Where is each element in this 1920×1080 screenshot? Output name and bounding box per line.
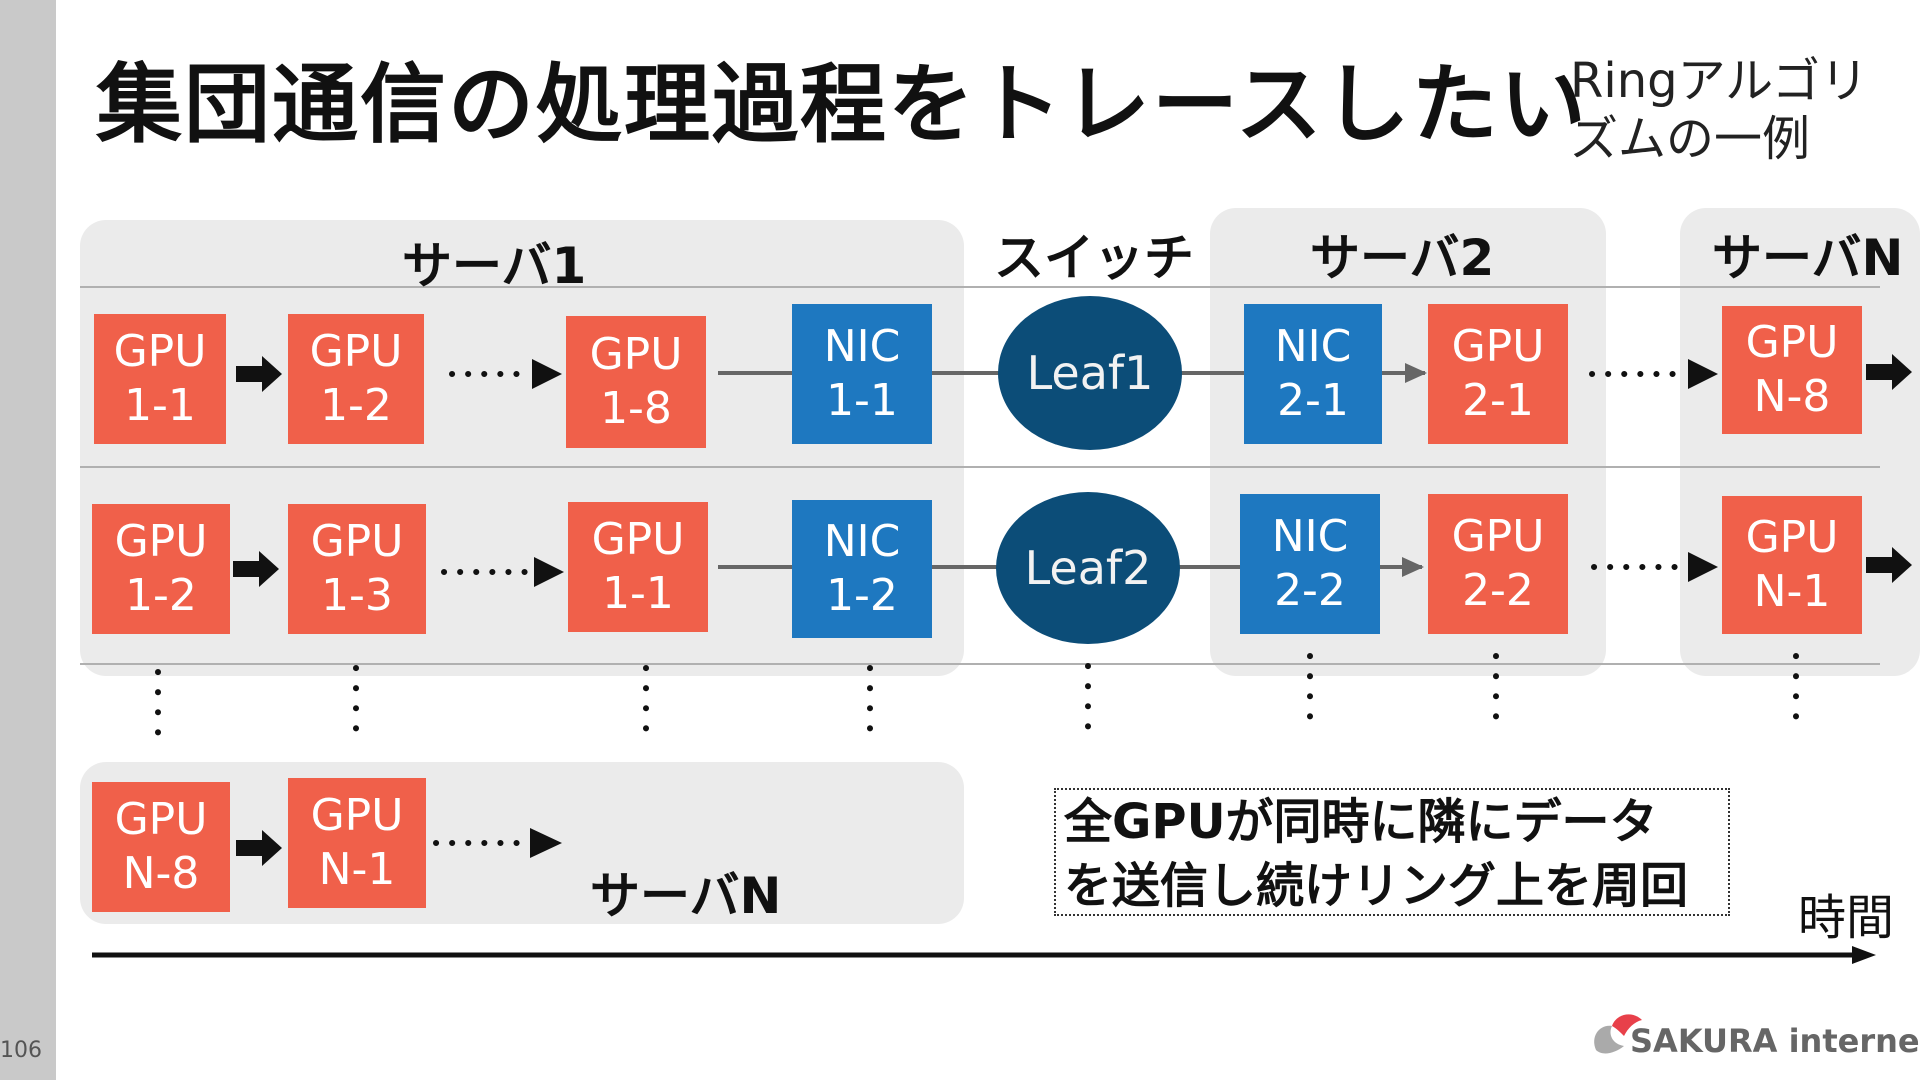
arrow-r2-a: [233, 551, 279, 587]
server2-header: サーバ2: [1310, 229, 1495, 287]
note-line-2: を送信し続けリング上を周回: [1064, 858, 1689, 914]
row-divider-top: [80, 286, 1880, 288]
note-line-1: 全GPUが同時に隣にデータ: [1064, 794, 1658, 850]
row-divider-bottom: [80, 663, 1880, 665]
leaf1-switch: Leaf1: [998, 296, 1182, 450]
server1-header: サーバ1: [402, 237, 587, 295]
leaf2-switch: Leaf2: [996, 492, 1180, 644]
arrow-r1-a: [236, 356, 282, 392]
dots-arrow-r1-a: [532, 359, 562, 389]
row-divider-middle: [80, 466, 1880, 468]
switch-header: スイッチ: [994, 229, 1194, 287]
time-label: 時間: [1798, 890, 1895, 946]
serverN-bottom-label: サーバN: [590, 867, 782, 925]
sakura-logo-icon: [1594, 1014, 1642, 1054]
arrow-r2-end: [1866, 547, 1912, 583]
slide-title: 集団通信の処理過程をトレースしたい: [96, 55, 1588, 155]
dots-arrow-r2-a: [534, 557, 564, 587]
slide-subtitle: Ringアルゴリズムの一例: [1570, 53, 1869, 167]
ring-note-box: 全GPUが同時に隣にデータ を送信し続けリング上を周回: [1054, 788, 1730, 916]
page-number: 106: [0, 1038, 42, 1063]
slide-sidebar: [0, 0, 56, 1080]
dots-arrow-r3-a: [530, 828, 562, 858]
serverN-header: サーバN: [1712, 229, 1904, 287]
arrow-r1-end: [1866, 354, 1912, 390]
dots-arrow-r1-b: [1688, 359, 1718, 389]
arrow-r3-a: [236, 830, 282, 866]
dots-arrow-r2-b: [1688, 552, 1718, 582]
logo-text: SAKURA internet: [1630, 1022, 1920, 1060]
time-axis-arrowhead: [1852, 946, 1876, 964]
